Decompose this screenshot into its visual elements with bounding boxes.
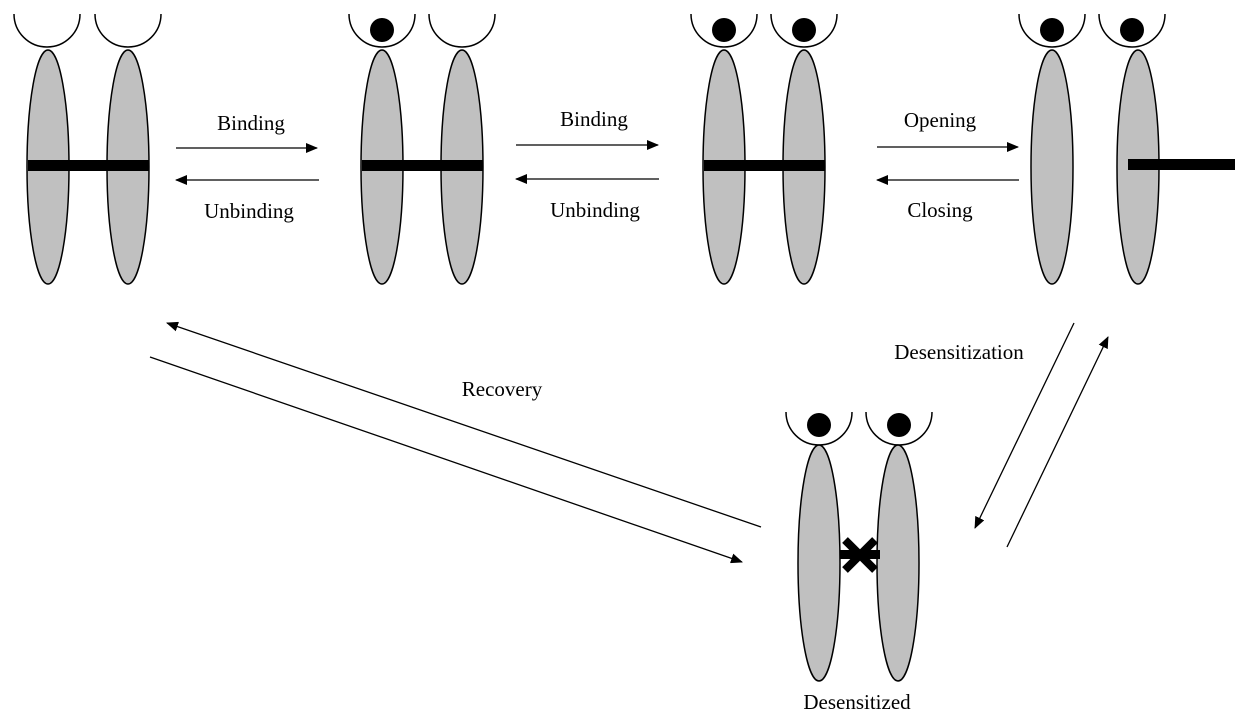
- receptor-subunit: [797, 444, 841, 682]
- desensitized-label: Desensitized: [803, 690, 911, 714]
- state-desensitized: [785, 411, 933, 682]
- ligand: [1040, 18, 1064, 42]
- receptor-subunit: [876, 444, 920, 682]
- ligand: [370, 18, 394, 42]
- state-double-bound: [690, 13, 838, 285]
- desensitization-arrow: [974, 322, 1075, 529]
- binding-site-empty: [428, 13, 496, 48]
- resensitization-arrow: [1006, 336, 1109, 548]
- ligand: [712, 18, 736, 42]
- ligand: [887, 413, 911, 437]
- binding-site-occupied: [770, 13, 838, 48]
- state-single-bound: [348, 13, 496, 285]
- state-open: [1018, 13, 1235, 285]
- blocked-gate-icon: [840, 537, 880, 573]
- closing-label: Closing: [907, 198, 973, 222]
- desensitization-label: Desensitization: [894, 340, 1024, 364]
- channel-gate-open: [1128, 159, 1235, 170]
- recovery-label: Recovery: [462, 377, 543, 401]
- ligand: [1120, 18, 1144, 42]
- ligand: [807, 413, 831, 437]
- opening-label: Opening: [904, 108, 977, 132]
- channel-gate-closed: [704, 160, 825, 171]
- ligand: [792, 18, 816, 42]
- channel-gate-closed: [362, 160, 483, 171]
- channel-gate-closed: [28, 160, 149, 171]
- binding-site-occupied: [690, 13, 758, 48]
- binding-site-occupied: [348, 13, 416, 48]
- binding-site-empty: [94, 13, 162, 48]
- binding-site-occupied: [1018, 13, 1086, 48]
- recovery-arrow: [166, 321, 762, 528]
- binding-site-empty: [13, 13, 81, 48]
- binding-site-occupied: [1098, 13, 1166, 48]
- unbinding-label-2: Unbinding: [550, 198, 640, 222]
- binding-label-2: Binding: [560, 107, 628, 131]
- state-unbound: [13, 13, 162, 285]
- binding-label-1: Binding: [217, 111, 285, 135]
- unbinding-label-1: Unbinding: [204, 199, 294, 223]
- desensitized-return-arrow: [149, 356, 743, 564]
- receptor-subunit: [1030, 49, 1074, 285]
